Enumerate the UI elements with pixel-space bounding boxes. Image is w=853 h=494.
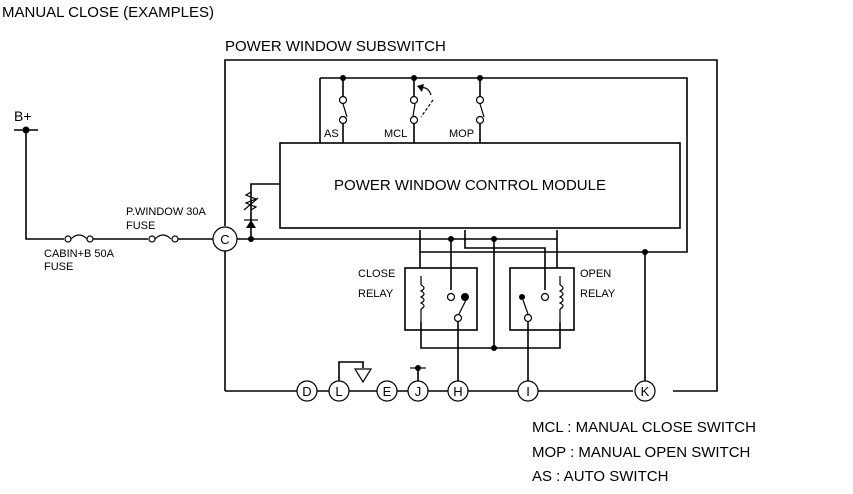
relay-common-ground	[420, 322, 561, 349]
terminal-h: H	[447, 380, 469, 402]
open-relay-label: OPEN	[580, 268, 611, 280]
open-relay-label-2: RELAY	[580, 288, 616, 300]
terminal-k: K	[634, 380, 656, 402]
battery-label: B+	[14, 108, 32, 124]
svg-text:L: L	[335, 384, 342, 399]
close-relay-label: CLOSE	[358, 268, 395, 280]
protector-wire	[250, 183, 280, 239]
cabin-fuse-symbol	[64, 234, 94, 243]
svg-text:I: I	[526, 384, 530, 399]
switch-bus-wire	[320, 77, 688, 253]
svg-text:H: H	[453, 384, 462, 399]
svg-text:D: D	[302, 384, 311, 399]
open-relay-box	[509, 267, 575, 331]
close-relay-contact	[446, 292, 469, 323]
ground-wire	[338, 361, 364, 381]
close-relay-coil	[419, 276, 425, 322]
subswitch-label: POWER WINDOW SUBSWITCH	[225, 38, 446, 55]
open-relay-coil	[558, 276, 564, 322]
legend-mop: MOP : MANUAL OPEN SWITCH	[532, 444, 750, 461]
terminal-i: I	[517, 380, 539, 402]
ground-symbol	[353, 368, 373, 384]
window-fuse-symbol	[148, 234, 179, 243]
cabin-fuse-label: CABIN+B 50A	[44, 248, 115, 260]
svg-text:J: J	[415, 384, 422, 399]
close-relay-label-2: RELAY	[358, 288, 394, 300]
varistor-symbol	[243, 191, 259, 228]
mop-switch-label: MOP	[449, 128, 474, 140]
mcl-switch	[409, 78, 434, 143]
module-mid-feed	[464, 230, 546, 290]
mcl-switch-label: MCL	[384, 128, 407, 140]
mop-switch	[475, 78, 485, 143]
open-relay-contact	[519, 292, 550, 323]
relay-common-node	[491, 345, 497, 351]
terminal-d: D	[296, 380, 318, 402]
legend-as: AS : AUTO SWITCH	[532, 468, 668, 485]
subswitch-frame	[224, 59, 718, 392]
svg-text:C: C	[220, 232, 229, 247]
svg-text:K: K	[641, 384, 650, 399]
control-module-label: POWER WINDOW CONTROL MODULE	[334, 177, 606, 194]
as-switch-label: AS	[324, 128, 339, 140]
window-fuse-label: P.WINDOW 30A	[126, 206, 207, 218]
terminal-l: L	[328, 380, 350, 402]
terminal-j: J	[407, 380, 429, 402]
terminal-c: C	[212, 226, 238, 252]
svg-text:E: E	[383, 384, 392, 399]
as-switch	[338, 78, 348, 143]
legend-mcl: MCL : MANUAL CLOSE SWITCH	[532, 419, 756, 436]
close-relay-box	[404, 267, 478, 331]
terminal-e: E	[376, 380, 398, 402]
cabin-fuse-label-2: FUSE	[44, 261, 73, 273]
diagram-title: MANUAL CLOSE (EXAMPLES)	[2, 4, 214, 21]
battery-feed-wire	[25, 130, 64, 240]
window-fuse-label-2: FUSE	[126, 220, 155, 232]
